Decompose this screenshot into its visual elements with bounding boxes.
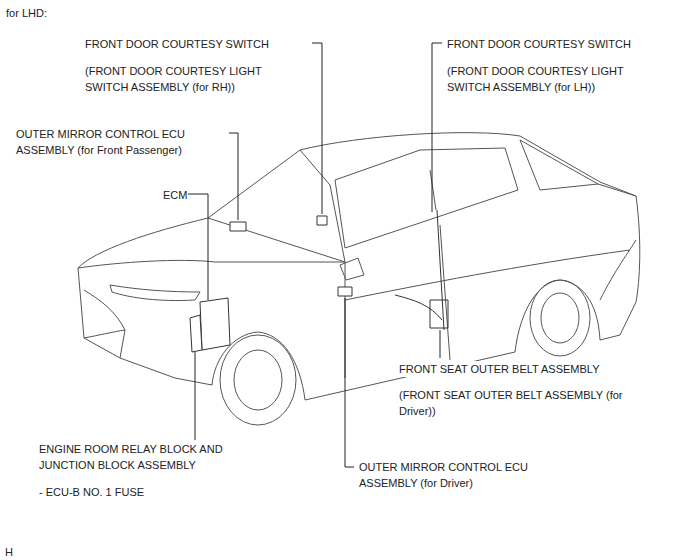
leader-line (312, 43, 322, 214)
leader-line (345, 298, 354, 467)
car-side-window (430, 170, 436, 210)
leader-line (195, 352, 196, 440)
leader-line (228, 133, 238, 220)
part-label: OUTER MIRROR CONTROL ECU ASSEMBLY (for F… (15, 126, 229, 158)
part-label: (FRONT DOOR COURTESY LIGHT SWITCH ASSEMB… (446, 63, 663, 95)
car-hood-line (78, 260, 345, 268)
figure-code: H (4, 544, 14, 560)
part-label: ENGINE ROOM RELAY BLOCK AND JUNCTION BLO… (38, 441, 260, 473)
car-body (78, 133, 640, 400)
leader-line (440, 330, 441, 358)
leader-line (186, 194, 208, 300)
car-side-window (335, 148, 518, 248)
front-wheel (234, 350, 282, 410)
car-mirror (340, 258, 364, 280)
car-windshield (208, 150, 345, 262)
car-headlight (110, 285, 200, 301)
part-label: (FRONT SEAT OUTER BELT ASSEMBLY (for Dri… (398, 387, 655, 419)
leader-line (432, 43, 442, 212)
figure-heading: for LHD: (5, 5, 48, 21)
part-label: FRONT DOOR COURTESY SWITCH (84, 36, 270, 52)
part-label: FRONT SEAT OUTER BELT ASSEMBLY (398, 361, 601, 377)
relay-block (190, 315, 202, 352)
ecm-unit (200, 298, 230, 350)
courtesy-switch (317, 216, 327, 225)
mirror-ecu-driver (338, 287, 352, 296)
seat-belt (395, 210, 448, 330)
rear-wheel (541, 293, 579, 343)
part-label: - ECU-B NO. 1 FUSE (38, 484, 145, 500)
part-label: ECM (162, 187, 188, 203)
front-wheel (220, 335, 296, 425)
car-rear-window (520, 140, 598, 190)
part-label: FRONT DOOR COURTESY SWITCH (446, 36, 632, 52)
car-door-line (345, 225, 630, 378)
part-label: OUTER MIRROR CONTROL ECU ASSEMBLY (for D… (358, 459, 550, 491)
car-grille (84, 290, 125, 358)
part-label: (FRONT DOOR COURTESY LIGHT SWITCH ASSEMB… (84, 63, 301, 95)
rear-wheel (530, 280, 590, 356)
mirror-ecu-passenger (230, 222, 246, 231)
car-trunk-line (598, 184, 636, 300)
